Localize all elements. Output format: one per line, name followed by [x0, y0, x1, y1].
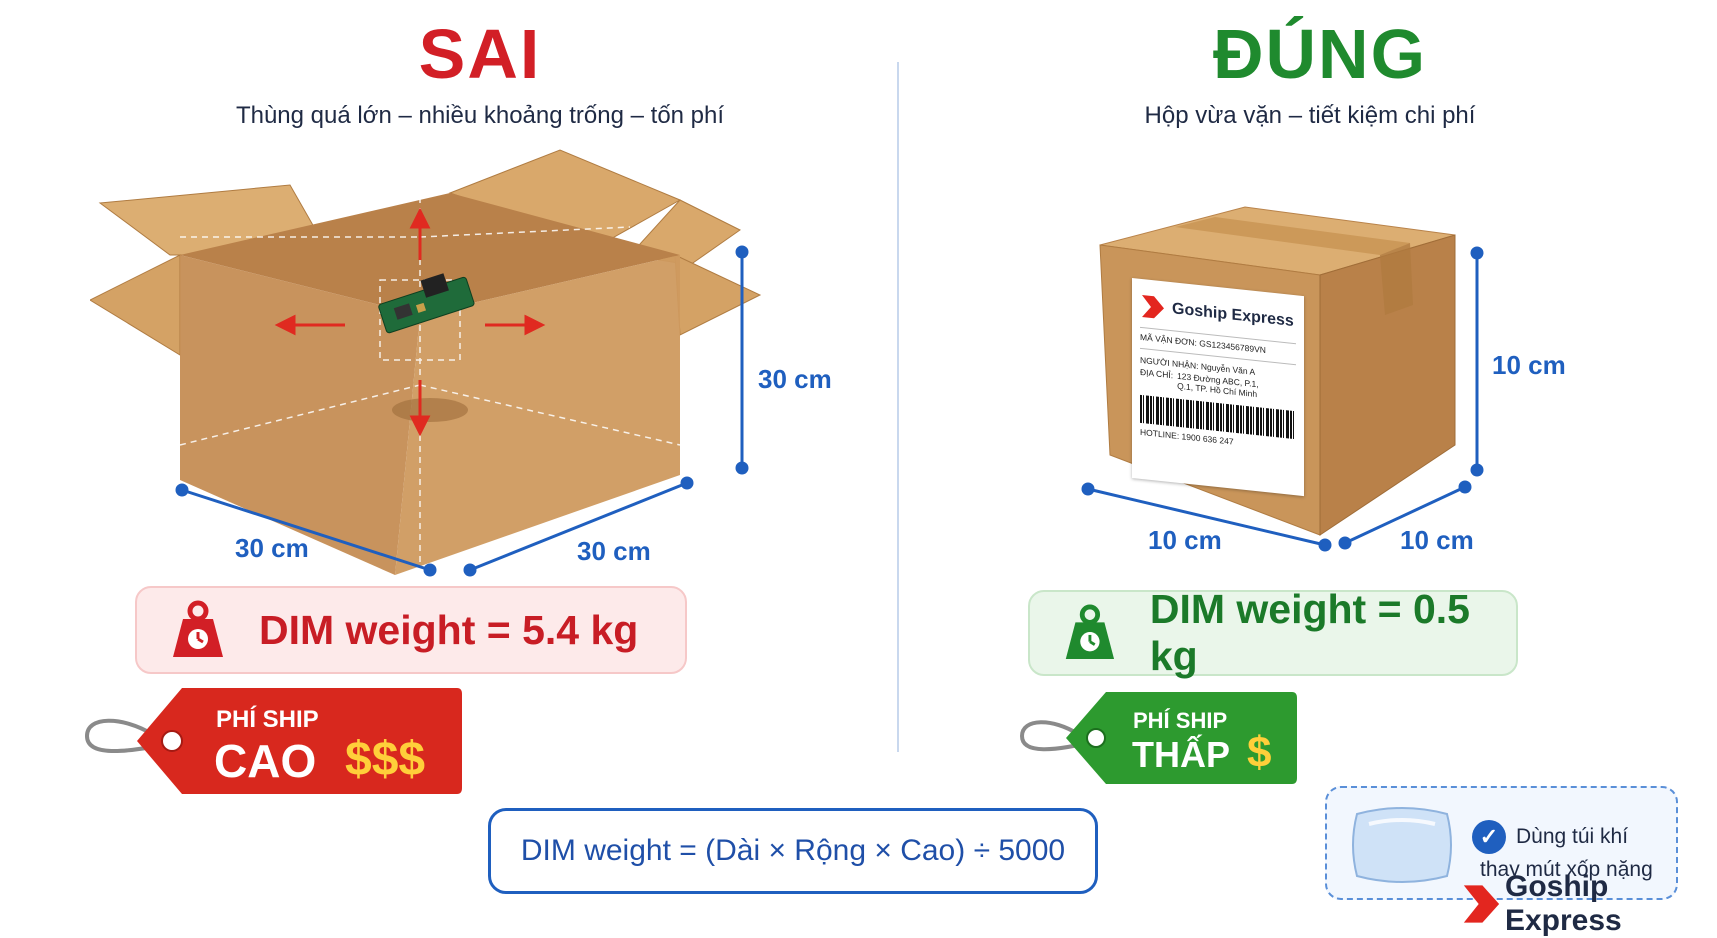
wrong-subtitle: Thùng quá lớn – nhiều khoảng trống – tốn… [235, 102, 725, 129]
right-tag-price: $ [1247, 728, 1272, 777]
scale-weight-icon [173, 600, 223, 657]
right-width-label: 10 cm [1148, 525, 1222, 555]
right-title: ĐÚNG [1212, 15, 1428, 93]
right-dimension-lines [1081, 246, 1484, 552]
right-price-tag [1019, 692, 1297, 784]
dim-weight-formula-text: DIM weight = (Dài × Rộng × Cao) ÷ 5000 [520, 834, 1066, 867]
wrong-dim-weight-text: DIM weight = 5.4 kg [259, 606, 639, 653]
right-tag-line2: THẤP [1132, 734, 1230, 775]
box-inner-back [180, 193, 680, 315]
empty-space-arrows [274, 207, 546, 437]
wrong-depth-label: 30 cm [577, 536, 651, 566]
wrong-tag-price: $$$ [345, 733, 426, 786]
wrong-dimension-lines [175, 245, 749, 577]
tip-line2: thay mút xốp nặng [1480, 858, 1653, 881]
right-height-label: 10 cm [1492, 350, 1566, 380]
air-bag-tip: ✓ Dùng túi khí thay mút xốp nặng [1325, 786, 1678, 900]
right-dim-weight-badge: DIM weight = 0.5 kg [1028, 586, 1518, 679]
shipping-label: Goship Express MÃ VẬN ĐƠN: GS123456789VN… [1132, 278, 1304, 497]
center-divider [897, 62, 899, 752]
wrong-dim-weight-badge: DIM weight = 5.4 kg [135, 586, 687, 674]
wrong-width-label: 30 cm [235, 533, 309, 563]
dim-weight-formula: DIM weight = (Dài × Rộng × Cao) ÷ 5000 [488, 808, 1098, 894]
right-depth-label: 10 cm [1400, 525, 1474, 555]
footer-brand: Goship Express [1462, 870, 1717, 938]
tape-side [1380, 243, 1413, 315]
wrong-price-tag [84, 688, 462, 794]
open-large-box [90, 149, 762, 575]
checkmark-icon: ✓ [1472, 820, 1506, 854]
circuit-board [378, 273, 475, 334]
right-subtitle: Hộp vừa vặn – tiết kiệm chi phí [1144, 102, 1476, 129]
goship-logo-icon [1463, 885, 1500, 923]
tip-line1: Dùng túi khí [1516, 825, 1629, 848]
right-tag-line1: PHÍ SHIP [1133, 708, 1228, 733]
right-dim-weight-text: DIM weight = 0.5 kg [1149, 586, 1470, 679]
goship-logo-icon [1142, 295, 1164, 319]
wrong-height-label: 30 cm [758, 364, 832, 394]
wrong-title: SAI [418, 15, 542, 93]
tape-top [1175, 217, 1410, 255]
wrong-tag-line1: PHÍ SHIP [216, 706, 319, 733]
scale-weight-icon [1065, 604, 1115, 660]
air-cushion-icon [1352, 807, 1452, 883]
wrong-tag-line2: CAO [214, 735, 317, 787]
footer-brand-text: Goship Express [1504, 870, 1622, 937]
box-right-wall [395, 255, 680, 575]
